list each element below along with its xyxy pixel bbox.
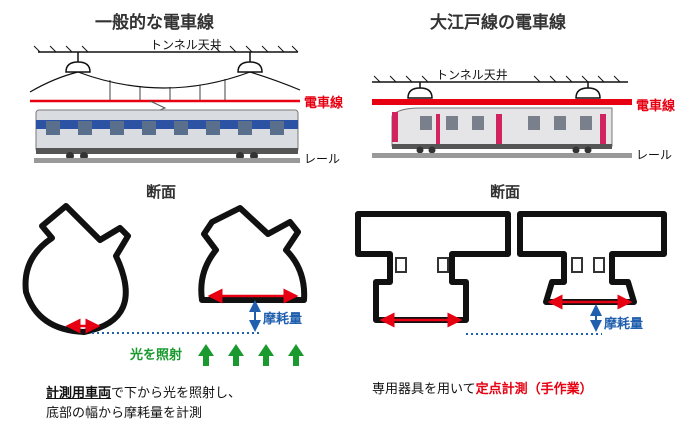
train-icon — [391, 107, 613, 154]
left-section-label: 断面 — [146, 183, 177, 201]
right-wire-label: 電車線 — [636, 99, 676, 114]
train-icon — [35, 109, 299, 160]
new-wire-profile — [22, 203, 131, 335]
left-caption-line1: で下から光を照射し、 — [111, 386, 242, 401]
left-wear-label: 摩耗量 — [263, 312, 303, 327]
right-title: 大江戸線の電車線 — [430, 13, 566, 33]
right-catenary-illustration — [372, 75, 632, 158]
worn-rigid-profile — [517, 211, 667, 305]
light-label: 光を照射 — [130, 348, 183, 363]
left-caption-emphasis: 計測用車両 — [46, 386, 112, 401]
worn-wire-profile — [198, 205, 308, 303]
up-arrow-icon — [198, 344, 304, 366]
left-cross-sections — [22, 203, 308, 366]
left-title: 一般的な電車線 — [95, 13, 214, 33]
right-rail-label: レール — [636, 148, 673, 162]
rail — [34, 158, 300, 163]
right-wear-label: 摩耗量 — [604, 317, 644, 332]
left-caption-line2: 底部の幅から摩耗量を計測 — [46, 406, 203, 421]
new-rigid-profile — [355, 211, 511, 323]
right-caption-emphasis: 定点計測（手作業） — [475, 382, 593, 397]
right-tunnel-label: トンネル天井 — [436, 68, 508, 82]
left-rail-label: レール — [304, 152, 341, 166]
left-catenary-illustration — [29, 45, 301, 163]
rigid-conductor — [372, 99, 632, 105]
right-section-label: 断面 — [490, 183, 521, 201]
right-cross-sections — [355, 211, 667, 335]
left-caption: 計測用車両で下から光を照射し、 底部の幅から摩耗量を計測 — [46, 384, 346, 424]
right-caption: 専用器具を用いて定点計測（手作業） — [372, 380, 692, 400]
left-tunnel-label: トンネル天井 — [150, 38, 222, 52]
left-wire-label: 電車線 — [304, 96, 344, 111]
right-caption-prefix: 専用器具を用いて — [372, 382, 476, 397]
